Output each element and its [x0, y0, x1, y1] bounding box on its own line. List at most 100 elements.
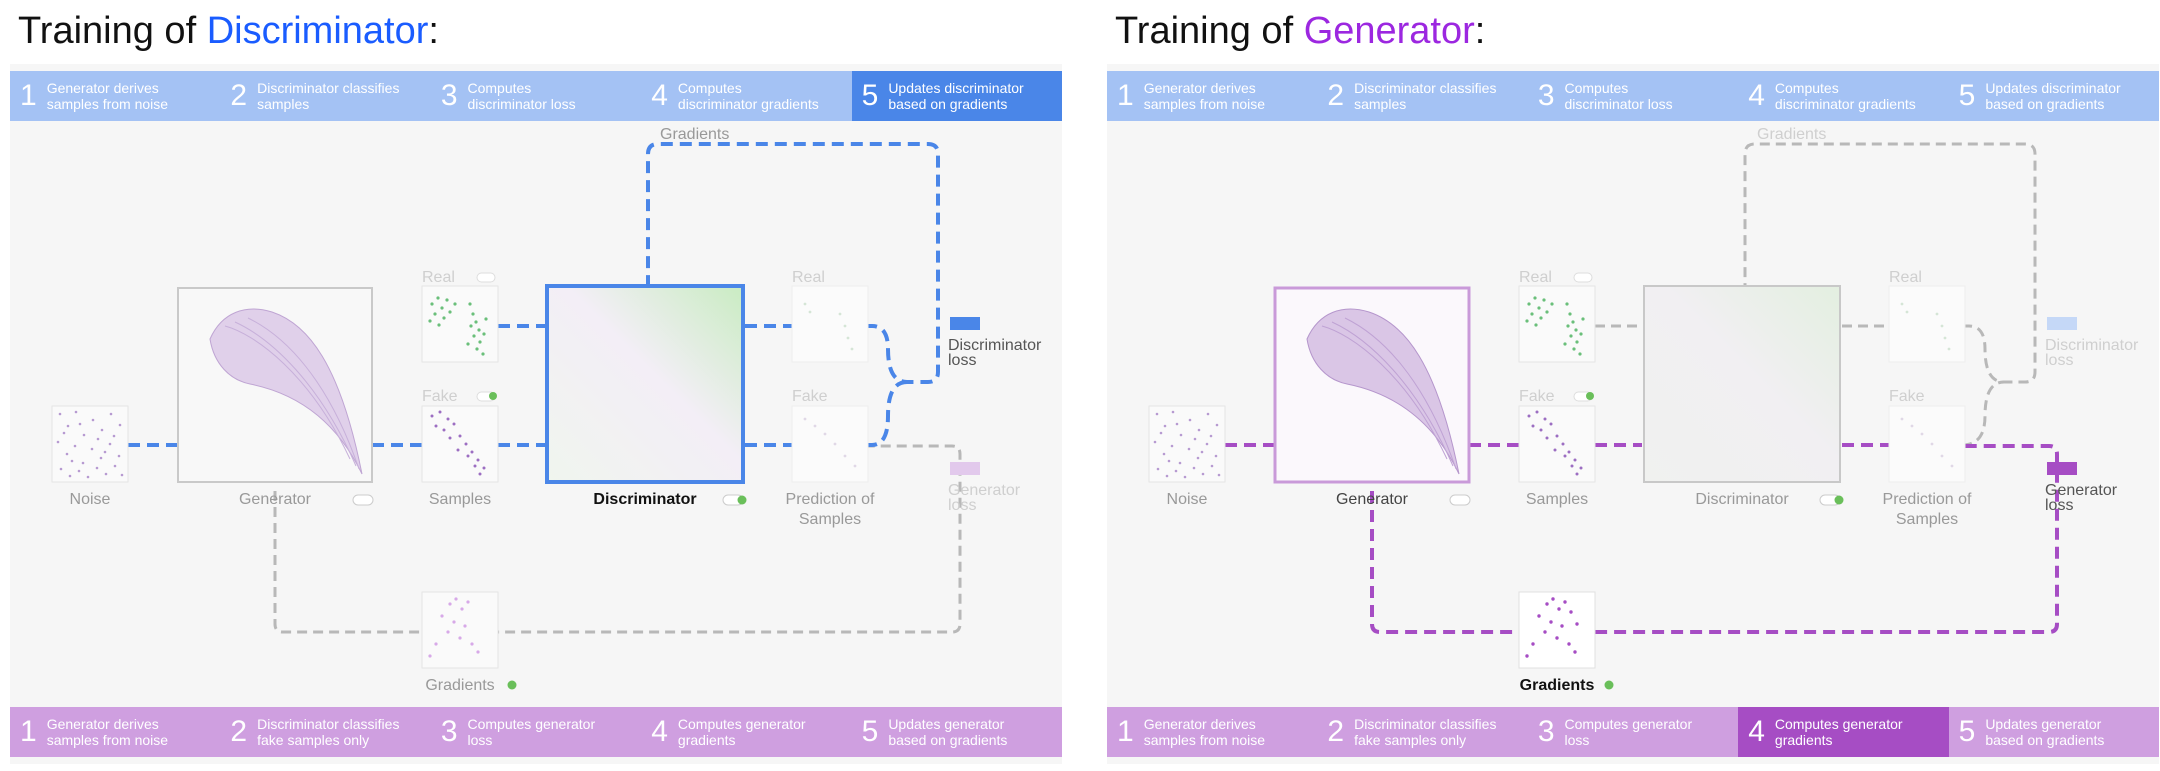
noise-label: Noise	[70, 491, 111, 508]
noise-box[interactable]	[51, 405, 129, 483]
fake-samples-scatter	[430, 410, 486, 476]
step-number: 2	[230, 79, 248, 112]
real-toggle[interactable]	[476, 272, 496, 283]
discriminator-loss-bar	[950, 317, 980, 330]
real-toggle[interactable]	[1573, 272, 1593, 283]
discriminator-gradient-loop-path	[1743, 142, 2037, 384]
step-text: Computes discriminator loss	[1564, 80, 1673, 112]
fake-prediction-box[interactable]	[1888, 405, 1966, 483]
discriminator-label: Discriminator	[1695, 491, 1789, 508]
step-text: Updates generator based on gradients	[1985, 716, 2105, 748]
fake-prediction-label: Fake	[792, 388, 828, 405]
generator-loss-label-line2: loss	[948, 497, 976, 514]
gradients-bottom-label: Gradients	[1520, 677, 1595, 694]
step-number: 1	[20, 715, 37, 748]
real-samples-box[interactable]	[1518, 285, 1596, 363]
generator-loss-label-line1: Generator	[2045, 482, 2118, 499]
real-prediction-box[interactable]	[1888, 285, 1966, 363]
generator-loss-bar	[950, 462, 980, 475]
generator-box[interactable]	[177, 287, 373, 483]
step-number: 1	[20, 79, 37, 112]
generator-manifold	[1306, 308, 1460, 475]
gradients-box[interactable]	[421, 591, 499, 669]
step-text: Generator derives samples from noise	[1143, 716, 1266, 748]
real-prediction-label: Real	[792, 269, 825, 286]
step-text: Discriminator classifies fake samples on…	[1354, 716, 1497, 748]
generator-loss-label-line1: Generator	[948, 482, 1021, 499]
discriminator-loss-label-line2: loss	[2045, 352, 2073, 369]
step-text: Computes generator gradients	[1774, 716, 1903, 748]
discriminator-box[interactable]	[545, 284, 745, 484]
step-text: Updates discriminator based on gradients	[1985, 80, 2121, 112]
generator-manifold	[209, 308, 363, 475]
noise-box[interactable]	[1148, 405, 1226, 483]
real-samples-box[interactable]	[421, 285, 499, 363]
prediction-label-line2: Samples	[1896, 511, 1958, 528]
step-number: 1	[1117, 79, 1134, 112]
generator-label: Generator	[1336, 491, 1409, 508]
discriminator-toggle-indicator	[1834, 495, 1844, 505]
top-step-1[interactable]: 1 Generator derives samples from noise	[1107, 71, 1317, 121]
fake-toggle-indicator	[1586, 392, 1594, 400]
step-number: 5	[1958, 79, 1976, 112]
step-text: Generator derives samples from noise	[1143, 80, 1266, 112]
noise-label: Noise	[1167, 491, 1208, 508]
generator-box[interactable]	[1273, 286, 1471, 484]
step-text: Discriminator classifies samples	[257, 80, 400, 112]
step-number: 4	[651, 715, 668, 748]
noise-scatter	[1153, 410, 1221, 479]
gradients-bottom-label: Gradients	[425, 677, 494, 694]
discriminator-box[interactable]	[1643, 285, 1841, 483]
top-step-5[interactable]: 5 Updates discriminator based on gradient…	[1949, 71, 2159, 121]
discriminator-loss-label-line1: Discriminator	[948, 337, 1042, 354]
generator-toggle[interactable]	[1449, 494, 1471, 506]
title-prefix: Training of	[18, 10, 207, 52]
samples-label: Samples	[429, 491, 491, 508]
step-number: 4	[1748, 79, 1765, 112]
bottom-step-4[interactable]: 4 Computes generator gradients	[1738, 707, 1949, 757]
step-text: Computes generator loss	[467, 716, 596, 748]
real-samples-scatter	[428, 296, 488, 356]
title-generator-training: Training of Generator:	[1115, 10, 1485, 53]
fake-samples-box[interactable]	[421, 405, 499, 483]
step-number: 4	[1748, 715, 1765, 748]
fake-prediction-box[interactable]	[791, 405, 869, 483]
title-prefix: Training of	[1115, 10, 1304, 52]
step-text: Discriminator classifies fake samples on…	[257, 716, 400, 748]
fake-prediction-scatter	[1900, 417, 1954, 468]
gradients-indicator	[1604, 680, 1614, 690]
generator-flow-diagram: Gradients Noise Generator Real	[1148, 126, 2139, 694]
real-prediction-label: Real	[1889, 269, 1922, 286]
gradients-top-label: Gradients	[660, 126, 729, 143]
step-number: 2	[230, 715, 248, 748]
step-number: 5	[861, 715, 879, 748]
gradients-box[interactable]	[1518, 591, 1596, 669]
discriminator-loss-label-line2: loss	[948, 352, 976, 369]
real-samples-scatter	[1525, 296, 1585, 356]
real-prediction-box[interactable]	[791, 285, 869, 363]
title-highlight: Discriminator	[206, 10, 429, 52]
bottom-step-2[interactable]: 2 Discriminator classifies fake samples o…	[220, 707, 430, 757]
top-step-2[interactable]: 2 Discriminator classifies samples	[220, 71, 430, 121]
generator-toggle[interactable]	[352, 494, 374, 506]
fake-samples-box[interactable]	[1518, 405, 1596, 483]
real-label: Real	[422, 269, 455, 286]
discriminator-loss-label-line1: Discriminator	[2045, 337, 2139, 354]
